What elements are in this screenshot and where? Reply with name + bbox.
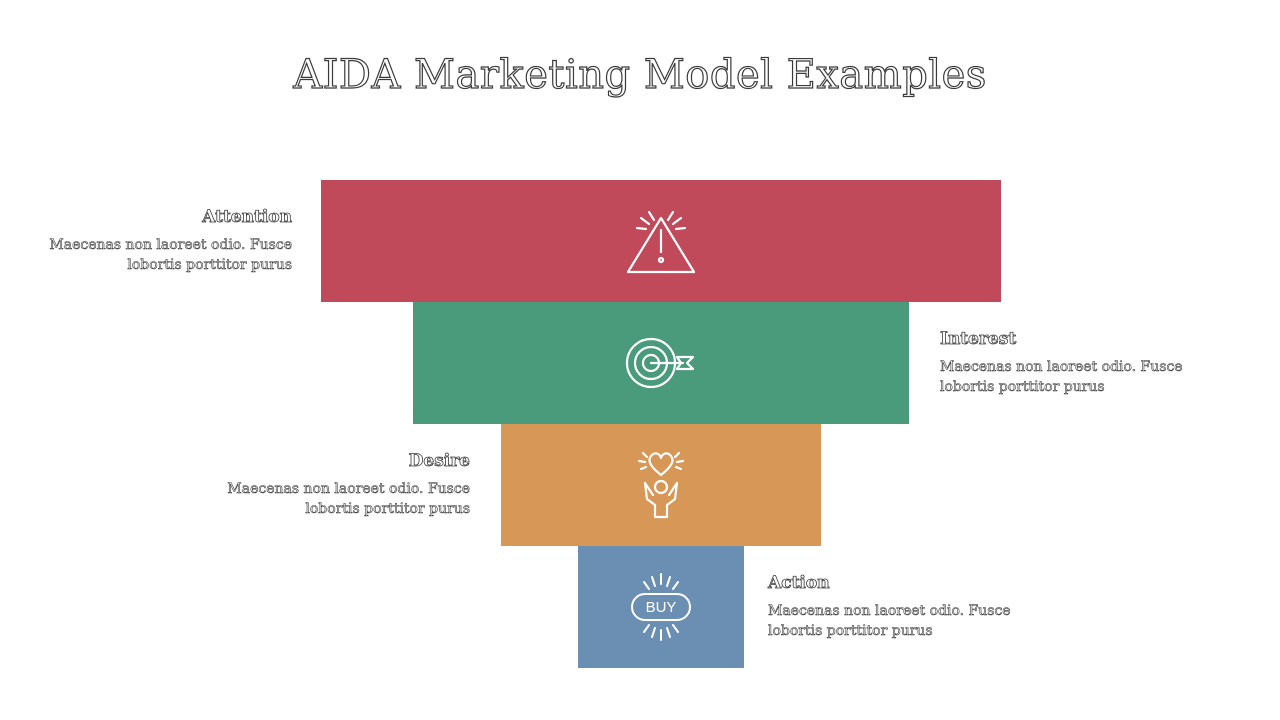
stage-label-interest: Interest Maecenas non laoreet odio. Fusc…: [940, 329, 1210, 397]
stage-description: Maecenas non laoreet odio. Fusce loborti…: [940, 359, 1183, 396]
stage-label-desire: Desire Maecenas non laoreet odio. Fusce …: [200, 451, 470, 519]
stage-title: Desire: [408, 451, 470, 472]
stage-description: Maecenas non laoreet odio. Fusce loborti…: [49, 237, 292, 274]
stage-label-action: Action Maecenas non laoreet odio. Fusce …: [768, 573, 1038, 641]
funnel-bar-interest: [413, 302, 909, 424]
warning-icon: [626, 210, 696, 274]
page-title: AIDA Marketing Model Examples: [293, 51, 987, 98]
stage-title: Attention: [202, 207, 293, 228]
target-icon: [625, 337, 695, 389]
buy-icon: BUY: [631, 573, 691, 641]
stage-description: Maecenas non laoreet odio. Fusce loborti…: [227, 481, 470, 518]
funnel-bar-desire: [501, 424, 821, 546]
funnel-bar-attention: [321, 180, 1001, 302]
stage-title: Interest: [940, 329, 1017, 350]
stage-label-attention: Attention Maecenas non laoreet odio. Fus…: [32, 207, 292, 275]
buy-icon-text: BUY: [646, 599, 677, 616]
stage-description: Maecenas non laoreet odio. Fusce loborti…: [768, 603, 1011, 640]
funnel-bar-action: BUY: [578, 546, 744, 668]
stage-title: Action: [768, 573, 830, 594]
heart-hands-icon: [637, 451, 685, 519]
